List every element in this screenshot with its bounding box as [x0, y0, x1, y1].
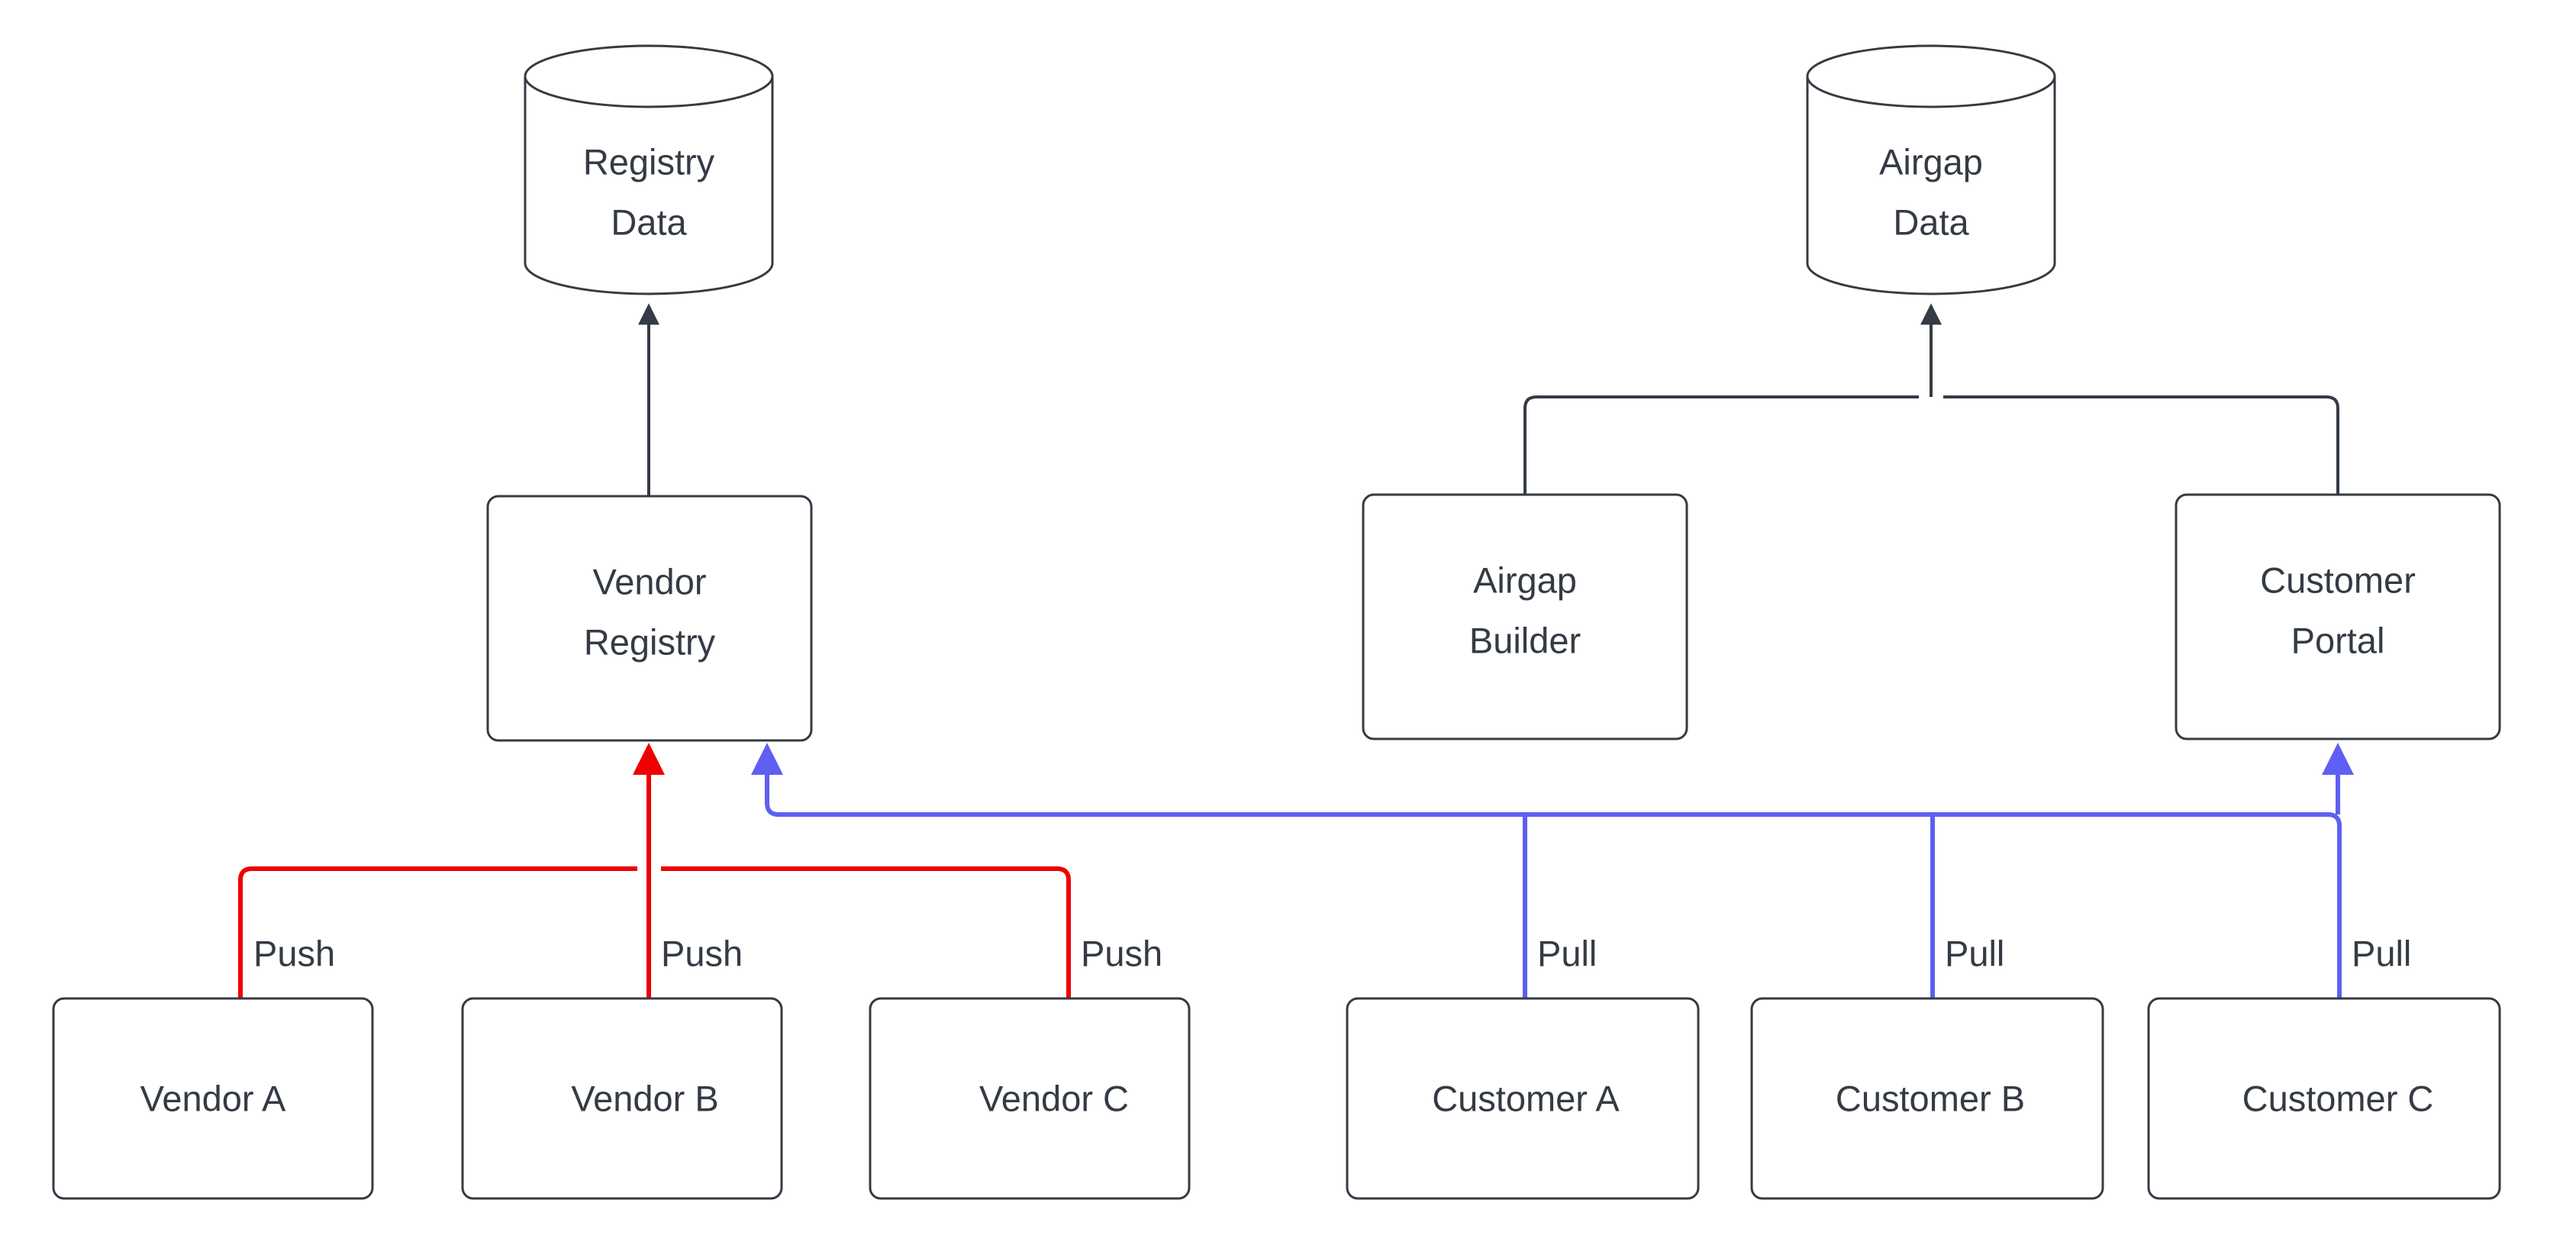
node-customer-a[interactable]: Customer A — [1346, 997, 1700, 1200]
customer-b-box — [1750, 997, 2104, 1200]
registry-data-cylinder-top — [524, 44, 774, 108]
vendor-b-box — [461, 997, 783, 1200]
edge-airgap-builder-to-bus — [1523, 395, 1919, 495]
registry-data-label-line1: Registry — [583, 141, 715, 182]
node-customer-c[interactable]: Customer C — [2147, 997, 2501, 1200]
node-vendor-registry[interactable]: Vendor Registry — [486, 495, 813, 742]
customer-b-label: Customer B — [1836, 1078, 2025, 1118]
vendor-a-label: Vendor A — [140, 1078, 286, 1118]
edge-customer-a-pull-to-vendor-registry — [751, 743, 1527, 998]
node-vendor-b[interactable]: Vendor B — [461, 997, 783, 1200]
node-airgap-data[interactable]: Airgap Data — [1806, 44, 2056, 295]
airgap-data-cylinder-top — [1806, 44, 2056, 108]
customer-portal-box — [2175, 493, 2501, 740]
customer-portal-label-line1: Customer — [2260, 560, 2416, 600]
edge-label-pull-b: Pull — [1945, 933, 2004, 973]
edge-vendor-a-push — [238, 866, 637, 998]
registry-data-cylinder-body — [524, 75, 774, 295]
vendor-c-box — [869, 997, 1191, 1200]
node-airgap-builder[interactable]: Airgap Builder — [1362, 493, 1688, 740]
vendor-c-label: Vendor C — [979, 1078, 1129, 1118]
customer-a-label: Customer A — [1432, 1078, 1620, 1118]
registry-data-label-line2: Data — [611, 202, 687, 242]
vendor-a-box — [52, 997, 374, 1200]
vendor-registry-label-line1: Vendor — [593, 561, 707, 602]
edge-vendor-c-push — [661, 866, 1071, 998]
node-vendor-a[interactable]: Vendor A — [52, 997, 374, 1200]
customer-portal-label-line2: Portal — [2291, 620, 2385, 660]
airgap-builder-label-line1: Airgap — [1473, 560, 1577, 600]
edge-label-pull-c: Pull — [2352, 933, 2411, 973]
node-customer-portal[interactable]: Customer Portal — [2175, 493, 2501, 740]
node-registry-data[interactable]: Registry Data — [524, 44, 774, 295]
node-vendor-c[interactable]: Vendor C — [869, 997, 1191, 1200]
airgap-data-cylinder-body — [1806, 75, 2056, 295]
customer-c-box — [2147, 997, 2501, 1200]
airgap-builder-label-line2: Builder — [1469, 620, 1581, 660]
edge-label-push-c: Push — [1081, 933, 1162, 973]
airgap-data-label-line2: Data — [1893, 202, 1969, 242]
node-customer-b[interactable]: Customer B — [1750, 997, 2104, 1200]
vendor-registry-label-line2: Registry — [584, 621, 716, 662]
vendor-b-label: Vendor B — [571, 1078, 718, 1118]
vendor-registry-box — [486, 495, 813, 742]
airgap-data-label-line1: Airgap — [1879, 141, 1983, 182]
airgap-builder-box — [1362, 493, 1688, 740]
edge-customer-portal-to-bus — [1943, 395, 2339, 495]
edge-label-push-b: Push — [661, 933, 743, 973]
customer-a-box — [1346, 997, 1700, 1200]
edge-customer-c-pull — [1933, 812, 2342, 998]
edge-label-push-a: Push — [253, 933, 335, 973]
edge-label-pull-a: Pull — [1537, 933, 1597, 973]
customer-c-label: Customer C — [2242, 1078, 2434, 1118]
